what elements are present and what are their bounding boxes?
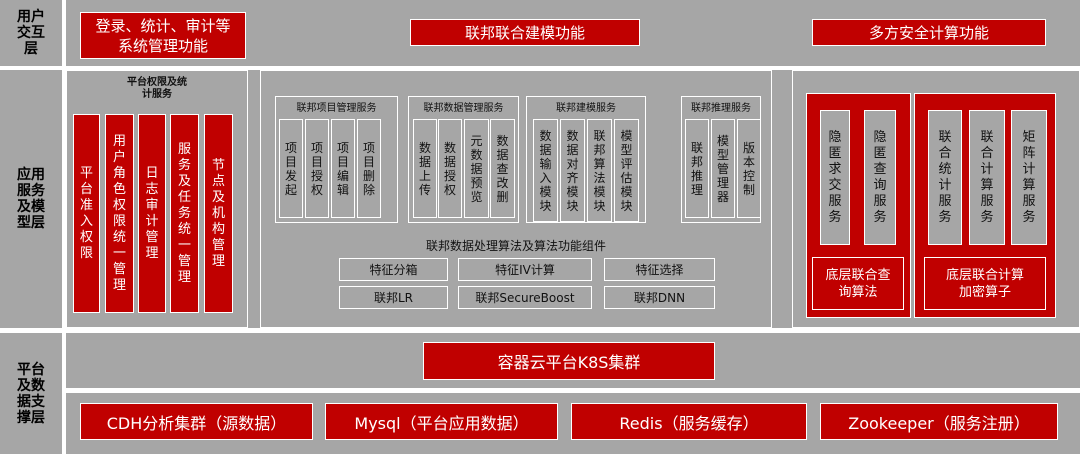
layer-label-text: 应用服务及模型层: [17, 167, 45, 231]
mysql-box: Mysql（平台应用数据）: [325, 403, 558, 440]
data-crud: 数据查改删: [490, 119, 515, 218]
mpc-query-base: 底层联合查询算法: [812, 257, 904, 310]
layer-label-text: 平台及数据支撑层: [17, 361, 45, 426]
layer-label-text: 用户交互层: [17, 9, 45, 57]
project-initiate: 项目发起: [279, 119, 303, 218]
infer-model-manager: 模型管理器: [711, 119, 735, 218]
system-mgmt-box: 登录、统计、审计等系统管理功能: [80, 12, 246, 59]
mpc-joint-compute: 联合计算服务: [969, 110, 1005, 245]
data-authorize: 数据授权: [438, 119, 462, 218]
project-delete: 项目删除: [357, 119, 381, 218]
cdh-box: CDH分析集群（源数据）: [80, 403, 313, 440]
k8s-box: 容器云平台K8S集群: [423, 342, 715, 380]
model-evaluation: 模型评估模块: [614, 119, 639, 222]
model-algorithm: 联邦算法模块: [587, 119, 612, 222]
infer-version-control: 版本控制: [737, 119, 761, 218]
project-authorize: 项目授权: [305, 119, 329, 218]
auth-item-audit: 日志审计管理: [138, 114, 166, 313]
model-data-input: 数据输入模块: [533, 119, 558, 222]
layer-label-app: 应用服务及模型层: [0, 70, 62, 328]
mpc-joint-stats: 联合统计服务: [928, 110, 962, 245]
algo-fed-dnn: 联邦DNN: [604, 286, 715, 309]
auth-item-access: 平台准入权限: [73, 114, 100, 313]
algo-feature-iv: 特征IV计算: [458, 258, 592, 281]
project-edit: 项目编辑: [331, 119, 355, 218]
fed-infer-title: 联邦推理服务: [691, 103, 751, 114]
algo-feature-binning: 特征分箱: [339, 258, 448, 281]
model-data-align: 数据对齐模块: [560, 119, 585, 222]
infer-fed: 联邦推理: [685, 119, 709, 218]
mpc-matrix-compute: 矩阵计算服务: [1011, 110, 1047, 245]
fed-project-title: 联邦项目管理服务: [296, 103, 377, 114]
algo-title: 联邦数据处理算法及算法功能组件: [425, 239, 606, 253]
metadata-preview: 元数据预览: [464, 119, 489, 218]
mpc-compute-base: 底层联合计算加密算子: [924, 257, 1046, 310]
layer-label-user: 用户交互层: [0, 0, 62, 66]
mpc-psi-service: 隐匿求交服务: [820, 110, 850, 245]
mpc-pir-service: 隐匿查询服务: [864, 110, 896, 245]
algo-feature-select: 特征选择: [604, 258, 715, 281]
fed-modeling-box: 联邦联合建模功能: [410, 19, 640, 46]
fed-model-title: 联邦建模服务: [556, 103, 616, 114]
auth-item-roles: 用户角色权限统一管理: [105, 114, 134, 313]
redis-box: Redis（服务缓存）: [571, 403, 807, 440]
layer-label-platform: 平台及数据支撑层: [0, 333, 62, 454]
mpc-box: 多方安全计算功能: [812, 19, 1046, 46]
zookeeper-box: Zookeeper（服务注册）: [820, 403, 1058, 440]
auth-item-nodes: 节点及机构管理: [204, 114, 233, 313]
data-upload: 数据上传: [413, 119, 437, 218]
algo-fed-secureboost: 联邦SecureBoost: [458, 286, 592, 309]
algo-fed-lr: 联邦LR: [339, 286, 448, 309]
fed-data-title: 联邦数据管理服务: [423, 103, 504, 114]
platform-auth-title: 平台权限及统计服务: [127, 77, 187, 100]
auth-item-service: 服务及任务统一管理: [170, 114, 199, 313]
